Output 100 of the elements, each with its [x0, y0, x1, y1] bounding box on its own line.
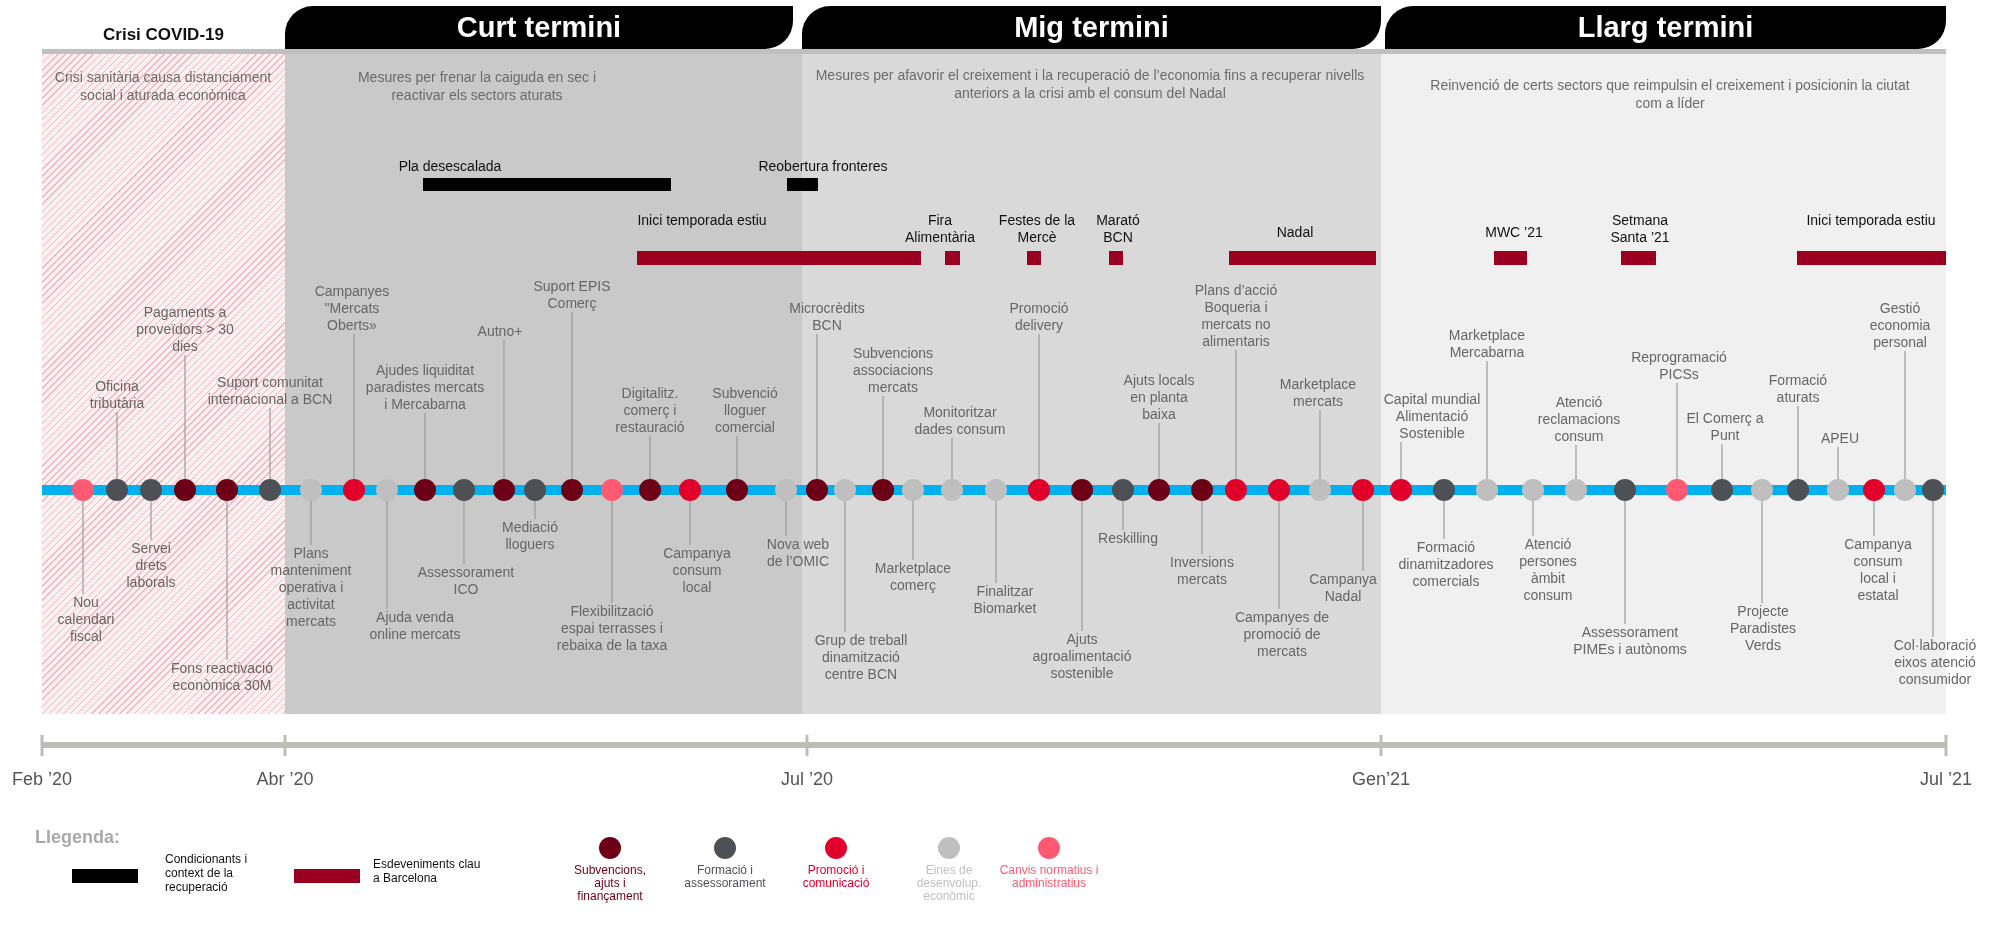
leader-line [1932, 500, 1934, 638]
milestone-dot [414, 479, 436, 501]
milestone-dot [1711, 479, 1733, 501]
leader-line [1201, 500, 1203, 555]
milestone-label: El Comerç a Punt [1685, 410, 1765, 444]
milestone-label: Servei drets laborals [116, 540, 186, 591]
leader-line [1797, 405, 1799, 480]
milestone-dot [1787, 479, 1809, 501]
milestone-dot [1827, 479, 1849, 501]
milestone-label: Marketplace mercats [1273, 376, 1363, 410]
milestone-dot [1666, 479, 1688, 501]
leader-line [1319, 409, 1321, 480]
milestone-label: Suport comunitat internacional a BCN [192, 374, 348, 408]
milestone-dot [524, 479, 546, 501]
milestone-label: Subvencions associacions mercats [840, 345, 946, 396]
milestone-label: Reprogramació PICSs [1626, 349, 1732, 383]
milestone-dot [1071, 479, 1093, 501]
legend-label: Eines de desenvolup. econòmic [915, 864, 983, 903]
leader-line [1235, 349, 1237, 480]
leader-line [1761, 500, 1763, 604]
leader-line [1676, 382, 1678, 480]
leader-line [1362, 500, 1364, 572]
event-label: Pla desescalada [397, 158, 503, 175]
milestone-dot [775, 479, 797, 501]
milestone-label: Formació aturats [1758, 372, 1838, 406]
leader-line [116, 411, 118, 480]
milestone-dot [1191, 479, 1213, 501]
leader-line [1904, 350, 1906, 480]
milestone-label: Pagaments a proveïdors > 30 dies [132, 304, 238, 355]
milestone-dot [561, 479, 583, 501]
milestone-dot [1922, 479, 1944, 501]
milestone-label: Microcrèdits BCN [779, 300, 875, 334]
leader-line [1278, 500, 1280, 610]
milestone-label: Digitalitz. comerç i restauració [605, 385, 695, 436]
milestone-label: Subvenció lloguer comercial [702, 385, 788, 436]
milestone-label: Reskilling [1088, 530, 1168, 547]
milestone-label: Finalitzar Biomarket [965, 583, 1045, 617]
milestone-label: Ajuda venda online mercats [365, 609, 465, 643]
leader-line [816, 333, 818, 480]
leader-line [1158, 422, 1160, 480]
milestone-label: Assessorament PIMEs i autònoms [1572, 624, 1688, 658]
phase-description: Mesures per frenar la caiguda en sec i reactivar els sectors aturats [356, 68, 598, 104]
milestone-label: Autno+ [465, 323, 535, 340]
milestone-label: Nou calendari fiscal [46, 594, 126, 645]
milestone-label: Flexibilització espai terrasses i rebaixa de la taxa [552, 603, 672, 654]
axis-label: Abr ’20 [255, 768, 315, 790]
milestone-label: Atenció persones àmbit consum [1510, 536, 1586, 604]
event-label: Reobertura fronteres [757, 158, 889, 175]
milestone-label: Campanya consum local i estatal [1838, 536, 1918, 604]
axis-label: Feb ’20 [10, 768, 73, 790]
milestone-label: Suport EPIS Comerç [522, 278, 622, 312]
milestone-dot [902, 479, 924, 501]
milestone-dot [1863, 479, 1885, 501]
milestone-label: Formació dinamitzadores comercials [1384, 539, 1508, 590]
milestone-label: Projecte Paradistes Verds [1720, 603, 1806, 654]
legend-label: Condicionants i context de la recuperació [165, 852, 249, 894]
milestone-label: Campanya consum local [657, 545, 737, 596]
milestone-dot [140, 479, 162, 501]
milestone-dot [1352, 479, 1374, 501]
milestone-dot [343, 479, 365, 501]
milestone-label: Nova web de l’OMIC [758, 536, 838, 570]
milestone-label: Monitoritzar dades consum [912, 404, 1008, 438]
milestone-label: Inversions mercats [1159, 554, 1245, 588]
milestone-label: Ajuts locals en planta baixa [1116, 372, 1202, 423]
phase-heading: Curt termini [285, 6, 793, 49]
milestone-label: Marketplace Mercabarna [1437, 327, 1537, 361]
legend-label: Canvis normatius i administratius [999, 864, 1099, 890]
axis-label: Gen’21 [1350, 768, 1411, 790]
event-label: Fira Alimentària [904, 212, 976, 246]
milestone-label: Gestió economia personal [1857, 300, 1943, 351]
leader-line [995, 500, 997, 584]
milestone-dot [1614, 479, 1636, 501]
event-label: Setmana Santa ’21 [1609, 212, 1671, 246]
milestone-label: Plans d’acció Boqueria i mercats no alimentaris [1183, 282, 1289, 350]
milestone-dot [1390, 479, 1412, 501]
milestone-dot [1751, 479, 1773, 501]
phase-description: Mesures per afavorir el creixement i la recuperació de l’economia fins a recuperar nivells anteriors a la crisi amb el consum del Nadal [814, 66, 1366, 102]
leader-line [1038, 333, 1040, 480]
milestone-dot [259, 479, 281, 501]
legend-title: Llegenda: [35, 826, 120, 848]
milestone-dot [1225, 479, 1247, 501]
leader-line [1575, 444, 1577, 480]
milestone-dot [1894, 479, 1916, 501]
milestone-label: Campanyes "Mercats Oberts» [309, 283, 395, 334]
milestone-dot [453, 479, 475, 501]
milestone-dot [216, 479, 238, 501]
milestone-dot [1148, 479, 1170, 501]
leader-line [1624, 500, 1626, 625]
milestone-label: Fons reactivació econòmica 30M [162, 660, 282, 694]
axis-label: Jul ’21 [1919, 768, 1973, 790]
event-label: Marató BCN [1095, 212, 1141, 246]
milestone-label: Plans manteniment operativa i activitat mercats [261, 545, 361, 630]
milestone-dot [872, 479, 894, 501]
milestone-label: Assessorament ICO [408, 564, 524, 598]
milestone-dot [1433, 479, 1455, 501]
phase-heading: Mig termini [802, 6, 1381, 49]
leader-line [1122, 500, 1124, 531]
milestone-label: Capital mundial Alimentació Sostenible [1382, 391, 1482, 442]
milestone-label: APEU [1815, 430, 1865, 447]
milestone-dot [601, 479, 623, 501]
